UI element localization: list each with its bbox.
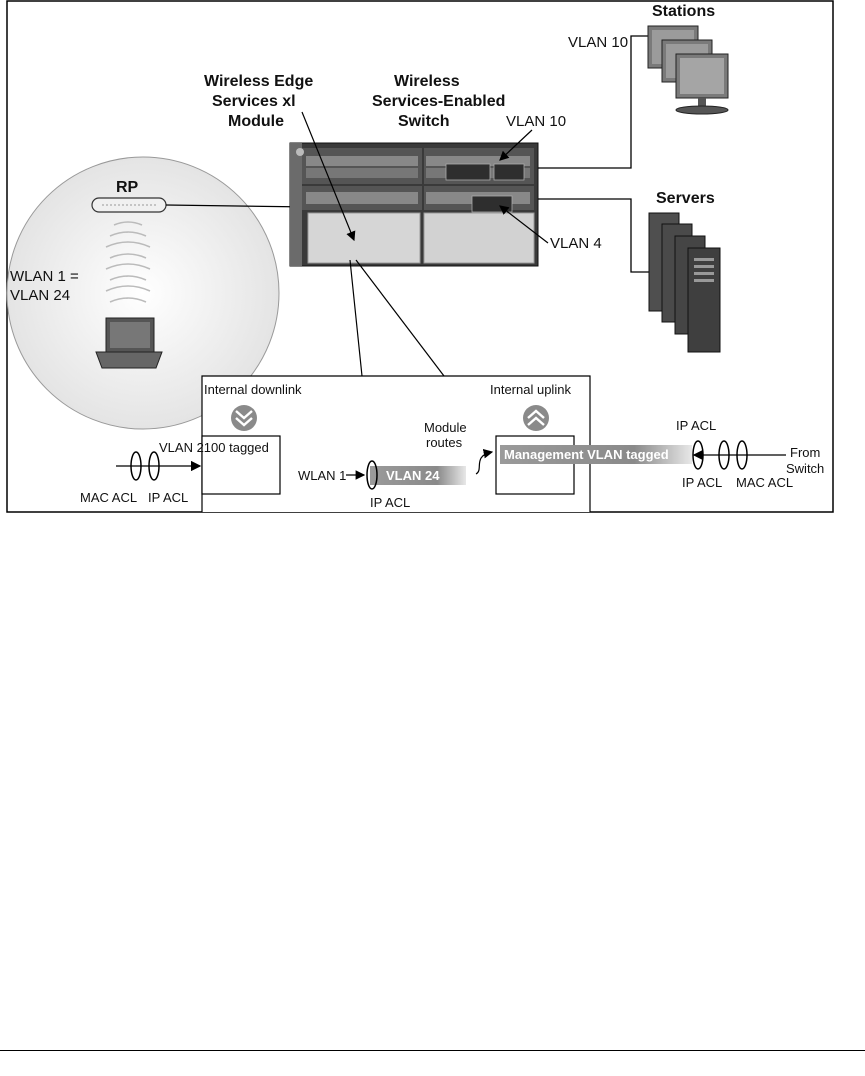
rp-label: RP [116, 179, 139, 196]
switch-title-line2: Services-Enabled [372, 93, 505, 110]
ip-acl-right-bottom-label: IP ACL [682, 475, 722, 490]
module-routes-arrow [475, 448, 494, 475]
vlan-24-band-label: VLAN 24 [386, 468, 440, 483]
mgmt-vlan-band [500, 445, 692, 464]
ip-acl-left-label: IP ACL [148, 490, 188, 505]
vlan4-callout-line [499, 205, 549, 244]
servers-label: Servers [656, 190, 715, 207]
stations-label: Stations [652, 3, 715, 20]
chevron-up-icon [523, 405, 549, 431]
stations-vlan-label: VLAN 10 [568, 34, 628, 51]
module-routes-line2: routes [426, 435, 463, 450]
mac-acl-right-label: MAC ACL [736, 475, 793, 490]
wireless-coverage-circle [6, 156, 280, 430]
vlan-24-band [370, 466, 466, 485]
downlink-box [201, 435, 281, 495]
servers-vlan-label: VLAN 4 [550, 235, 602, 252]
mgmt-vlan-band-label: Management VLAN tagged [504, 447, 669, 462]
mac-acl-left-label: MAC ACL [80, 490, 137, 505]
internal-downlink-label: Internal downlink [204, 382, 302, 397]
module-title-line2: Services xl [212, 93, 296, 110]
module-title-line3: Module [228, 113, 284, 130]
switch-title-line1: Wireless [394, 73, 460, 90]
zoom-line-left [349, 259, 363, 377]
network-diagram: RP WLAN 1 = VLAN 24 [6, 0, 834, 513]
mac-acl-ring-left [130, 451, 142, 481]
stations-computers-icon [647, 25, 729, 115]
rp-access-point-icon [91, 197, 167, 213]
page-footer-rule [0, 1050, 865, 1051]
rp-switch-link [165, 204, 312, 208]
switch-stations-link [538, 35, 656, 169]
servers-icon [648, 212, 721, 353]
from-switch-line2: Switch [786, 461, 824, 476]
ip-acl-ring-left [148, 451, 160, 481]
chevron-down-icon [231, 405, 257, 431]
from-switch-line1: From [790, 445, 820, 460]
zoom-line-right [355, 259, 445, 377]
wlan-vlan-mapping-line2: VLAN 24 [10, 287, 70, 304]
switch-servers-link [538, 198, 656, 273]
module-callout-line [301, 111, 356, 242]
vlan10-callout-line [499, 129, 533, 161]
switch-title-line3: Switch [398, 113, 450, 130]
ip-acl-ring-right [718, 440, 730, 470]
uplink-box [495, 435, 575, 495]
switch-chassis-icon [289, 142, 539, 267]
ip-acl-right-top-label: IP ACL [676, 418, 716, 433]
vlan-2100-tagged-label: VLAN 2100 tagged [159, 440, 269, 455]
wlan-vlan-mapping-line1: WLAN 1 = [10, 268, 79, 285]
wlan-1-label: WLAN 1 [298, 468, 346, 483]
mac-acl-ring-right [736, 440, 748, 470]
ip-acl-ring-middle [366, 460, 378, 490]
ip-acl-middle-label: IP ACL [370, 495, 410, 510]
radio-waves-icon [105, 221, 151, 303]
switch-vlan10-label: VLAN 10 [506, 113, 566, 130]
module-title-line1: Wireless Edge [204, 73, 313, 90]
ip-acl-ring-right-outer [692, 440, 704, 470]
module-routes-line1: Module [424, 420, 467, 435]
internal-uplink-label: Internal uplink [490, 382, 571, 397]
laptop-icon [95, 317, 163, 369]
